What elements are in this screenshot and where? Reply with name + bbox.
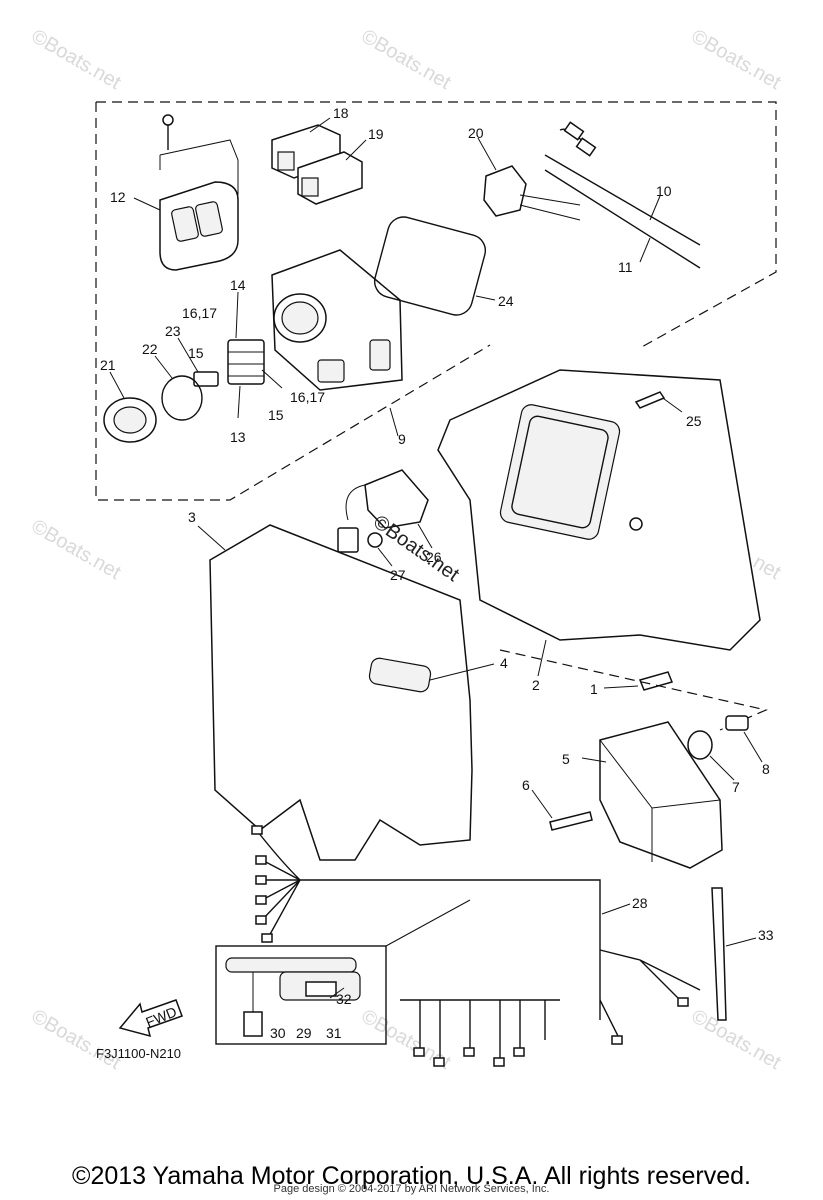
callout-20: 20 [468,125,484,141]
callout-16-17-lower: 16,17 [290,389,325,405]
assembly-boundary-9 [95,101,777,501]
callout-labels: 18 19 20 12 10 11 14 24 16,17 23 22 15 2… [100,105,774,1041]
watermark-mid-left: ©Boats.net [28,515,125,584]
part-25-bolt [634,391,666,409]
leader-21 [109,371,125,399]
callout-18: 18 [333,105,349,121]
part-20-regulator [483,165,581,221]
leader-28 [601,903,631,915]
leader-8 [743,731,763,763]
part-8-collar [725,715,749,731]
figure-code: F3J1100-N210 [96,1046,182,1061]
callout-3: 3 [188,509,196,525]
callout-28: 28 [632,895,648,911]
callout-22: 22 [142,341,158,357]
leader-26 [417,523,433,549]
leader-18 [309,117,331,133]
part-5-control-unit [599,721,723,869]
leader-10 [649,195,661,221]
part-21-cap [103,397,157,443]
callout-5: 5 [562,751,570,767]
leader-24 [475,295,496,301]
harness-detail-inset [215,945,387,1045]
part-22-o-ring [161,375,203,421]
leader-14 [235,291,239,339]
watermark-bottom-right: ©Boats.net [688,1005,785,1074]
callout-26: 26 [426,549,442,565]
callout-7: 7 [732,779,740,795]
leader-12 [133,197,161,211]
part-10-11-cables [544,121,701,269]
part-13-17-fuse-block [193,339,265,387]
callout-4: 4 [500,655,508,671]
callout-32: 32 [336,991,352,1007]
callout-21: 21 [100,357,116,373]
callout-25: 25 [686,413,702,429]
part-19-relay [297,151,363,205]
part-26-pickup [337,469,429,553]
callout-15-upper: 15 [188,345,204,361]
callout-11: 11 [618,259,633,275]
callout-15-lower: 15 [268,407,284,423]
leader-2 [537,639,547,677]
leader-23 [177,337,199,373]
leader-27 [377,547,393,567]
leader-19 [345,139,367,161]
detail-pointer [385,899,471,947]
callout-16-17-upper: 16,17 [182,305,217,321]
part-27-bolt [367,532,383,548]
part-3-cover [209,524,473,861]
part-7-grommet [687,730,713,760]
leader-6 [531,789,553,819]
leader-5 [581,757,607,763]
leader-1 [603,685,639,689]
leader-33 [725,937,757,947]
part-24-gasket [373,216,487,316]
part-33-cable-tie [711,887,727,1021]
callout-1: 1 [590,681,598,697]
callout-9: 9 [398,431,406,447]
part-12-cover [159,114,239,271]
watermark-top-right: ©Boats.net [688,25,785,94]
leader-3 [197,525,226,551]
watermark-bottom-left: ©Boats.net [28,1005,125,1074]
watermark-top-left: ©Boats.net [28,25,125,94]
copyright-text: ©2013 Yamaha Motor Corporation, U.S.A. A… [72,1162,751,1190]
callout-33: 33 [758,927,774,943]
electrical-box-body [271,249,403,391]
callout-23: 23 [165,323,181,339]
callout-24: 24 [498,293,514,309]
leader-16-17 [261,369,283,389]
callout-14: 14 [230,277,246,293]
callout-27: 27 [390,567,406,583]
leader-7 [709,755,735,781]
callout-13: 13 [230,429,246,445]
leader-9 [389,407,399,437]
leader-11 [639,237,651,263]
leader-4 [429,663,495,681]
watermark-top-center: ©Boats.net [358,25,455,94]
part-2-housing [437,369,761,651]
leader-32 [329,987,345,999]
callout-31: 31 [326,1025,342,1041]
callout-2: 2 [532,677,540,693]
part-6-bolt [549,811,593,831]
fwd-arrow-icon: FWD [118,999,183,1038]
callout-10: 10 [656,183,672,199]
leader-13 [237,385,241,419]
leader-20 [477,137,497,171]
callout-8: 8 [762,761,770,777]
callout-30: 30 [270,1025,286,1041]
callout-29: 29 [296,1025,312,1041]
fwd-label: FWD [143,1003,179,1030]
part-28-wire-harness [251,825,701,1067]
callout-12: 12 [110,189,126,205]
part-1-bolt [638,671,674,691]
leader-22 [154,355,173,379]
callout-6: 6 [522,777,530,793]
page-design-credit: Page design © 2004-2017 by ARI Network S… [273,1183,550,1195]
harness-detail-contents [225,957,361,1037]
callout-19: 19 [368,126,384,142]
